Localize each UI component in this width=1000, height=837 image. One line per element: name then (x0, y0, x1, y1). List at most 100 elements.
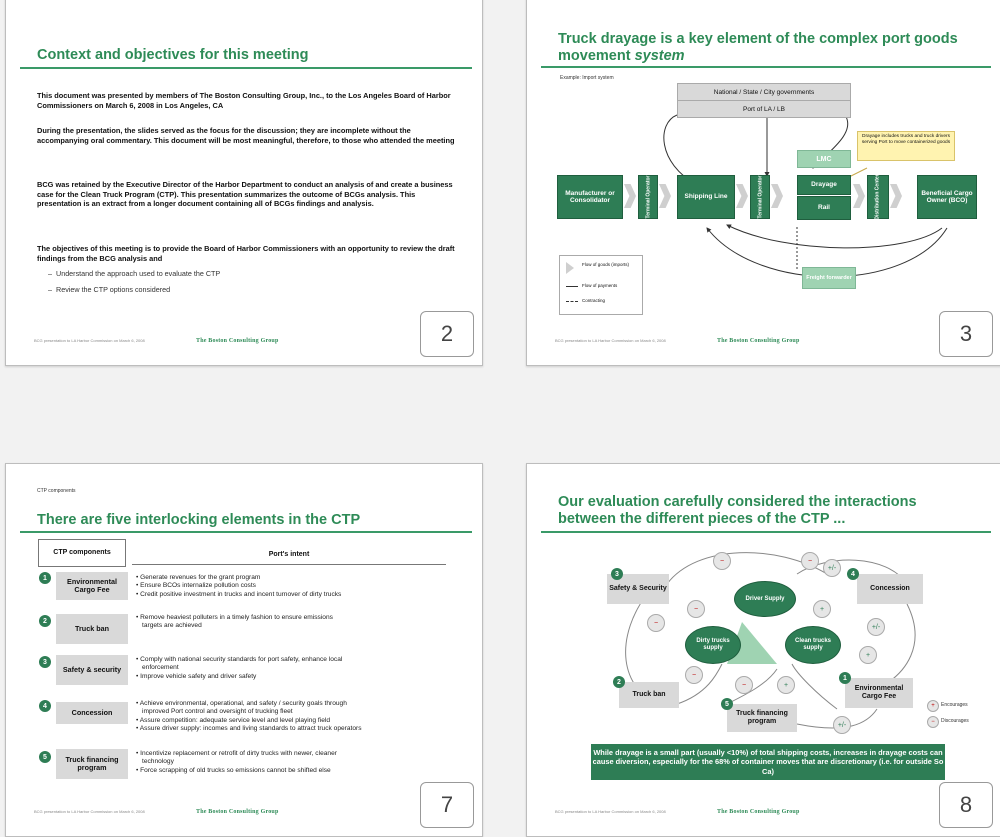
footer-note: BCG presentation to LA Harbor Commission… (555, 809, 666, 814)
plus-minus-icon: +/- (867, 618, 885, 636)
encourages-legend-icon: + (927, 700, 939, 712)
title-rule (541, 531, 991, 533)
intent-item: • Assure driver supply: incomes and livi… (136, 725, 362, 733)
minus-icon: − (647, 614, 665, 632)
intent-item: • Achieve environmental, operational, an… (136, 700, 347, 707)
intent-list: • Remove heaviest polluters in a timely … (136, 614, 466, 631)
slide-subheading: CTP components (37, 488, 76, 494)
drayage-note: Drayage includes trucks and truck driver… (857, 131, 955, 161)
component-label: Concession (56, 702, 128, 724)
flow-arrow (890, 184, 902, 208)
intent-list: • Incentivize replacement or retrofit of… (136, 750, 466, 775)
plus-icon: + (813, 600, 831, 618)
intent-list: • Generate revenues for the grant progra… (136, 574, 466, 599)
driver-supply-node: Driver Supply (734, 581, 796, 617)
distribution-center-box: Distribution Center (867, 174, 889, 220)
contract-line-icon (566, 301, 578, 302)
paragraph: During the presentation, the slides serv… (37, 126, 455, 145)
number-badge: 3 (611, 568, 623, 580)
intent-item: improved Port control and oversight of t… (142, 708, 293, 716)
goods-flow-icon (566, 262, 574, 274)
concession-box: Concession (857, 574, 923, 604)
plus-icon: + (859, 646, 877, 664)
lmc-box: LMC (797, 150, 851, 168)
flow-arrow (624, 184, 636, 208)
intent-item: • Ensure BCOs internalize pollution cost… (136, 582, 256, 590)
brand-logo: The Boston Consulting Group (717, 809, 800, 815)
minus-icon: − (735, 676, 753, 694)
intent-item: • Incentivize replacement or retrofit of… (136, 750, 337, 757)
page-number: 7 (420, 782, 474, 828)
paragraph: BCG was retained by the Executive Direct… (37, 180, 453, 209)
intent-item: technology (142, 758, 174, 766)
truck-ban-box: Truck ban (619, 682, 679, 708)
intent-item: enforcement (142, 664, 179, 672)
legend-item: Contracting (582, 298, 606, 303)
row-number-badge: 1 (39, 572, 51, 584)
number-badge: 5 (721, 698, 733, 710)
footer-note: BCG presentation to LA Harbor Commission… (34, 809, 145, 814)
discourages-legend-icon: − (927, 716, 939, 728)
slide-title: Truck drayage is a key element of the co… (558, 31, 958, 64)
dirty-trucks-node: Dirty trucks supply (685, 626, 741, 664)
component-label: Truck financing program (56, 749, 128, 779)
manufacturer-box: Manufacturer or Consolidator (557, 175, 623, 219)
number-badge: 4 (847, 568, 859, 580)
title-rule (20, 67, 472, 69)
freight-forwarder-box: Freight forwarder (802, 267, 856, 289)
legend-item: Flow of payments (582, 283, 618, 288)
bullet-item: – Review the CTP options considered (48, 285, 171, 294)
bco-box: Beneficial Cargo Owner (BCO) (917, 175, 977, 219)
port-box: Port of LA / LB (677, 100, 851, 118)
governments-box: National / State / City governments (677, 83, 851, 101)
row-number-badge: 2 (39, 615, 51, 627)
intent-item: • Remove heaviest polluters in a timely … (136, 614, 333, 621)
slide-thumbnail-2[interactable]: Context and objectives for this meeting … (5, 0, 483, 366)
bullet-item: – Understand the approach used to evalua… (48, 269, 221, 278)
terminal-operator-box: Terminal Operator (638, 175, 658, 219)
flow-arrow (771, 184, 783, 208)
shipping-line-box: Shipping Line (677, 175, 735, 219)
brand-logo: The Boston Consulting Group (717, 338, 800, 344)
number-badge: 2 (613, 676, 625, 688)
rail-box: Rail (797, 196, 851, 220)
paragraph: The objectives of this meeting is to pro… (37, 244, 455, 263)
component-label: Truck ban (56, 614, 128, 644)
environmental-fee-box: Environmental Cargo Fee (845, 678, 913, 708)
intent-list: • Comply with national security standard… (136, 656, 466, 681)
slide-thumbnail-3[interactable]: Truck drayage is a key element of the co… (526, 0, 1000, 366)
interaction-diagram-lines (625, 552, 916, 729)
slide-thumbnail-8[interactable]: Our evaluation carefully considered the … (526, 463, 1000, 837)
component-label: Environmental Cargo Fee (56, 572, 128, 600)
title-rule (541, 66, 991, 68)
plus-minus-icon: +/- (823, 559, 841, 577)
intent-item: • Credit positive investment in trucks a… (136, 590, 342, 598)
page-number: 3 (939, 311, 993, 357)
row-number-badge: 3 (39, 656, 51, 668)
intent-item: • Comply with national security standard… (136, 656, 343, 663)
row-number-badge: 4 (39, 700, 51, 712)
footer-note: BCG presentation to LA Harbor Commission… (555, 338, 666, 343)
flow-arrow (659, 184, 671, 208)
clean-trucks-node: Clean trucks supply (785, 626, 841, 664)
row-number-badge: 5 (39, 751, 51, 763)
intent-item: • Assure competition: adequate service l… (136, 716, 331, 724)
truck-financing-box: Truck financing program (727, 704, 797, 732)
component-label: Safety & security (56, 655, 128, 685)
minus-icon: − (801, 552, 819, 570)
page-number: 2 (420, 311, 474, 357)
payment-line-icon (566, 286, 578, 287)
slide-thumbnail-7[interactable]: CTP components There are five interlocki… (5, 463, 483, 837)
legend-discourages: Discourages (941, 718, 969, 724)
brand-logo: The Boston Consulting Group (196, 338, 279, 344)
title-rule (20, 531, 472, 533)
intent-item: • Improve vehicle safety and driver safe… (136, 672, 257, 680)
plus-minus-icon: +/- (833, 716, 851, 734)
legend-encourages: Encourages (941, 702, 968, 708)
column-header: CTP components (38, 539, 126, 567)
minus-icon: − (685, 666, 703, 684)
terminal-operator-box: Terminal Operator (750, 175, 770, 219)
flow-arrow (853, 184, 865, 208)
number-badge: 1 (839, 672, 851, 684)
minus-icon: − (687, 600, 705, 618)
